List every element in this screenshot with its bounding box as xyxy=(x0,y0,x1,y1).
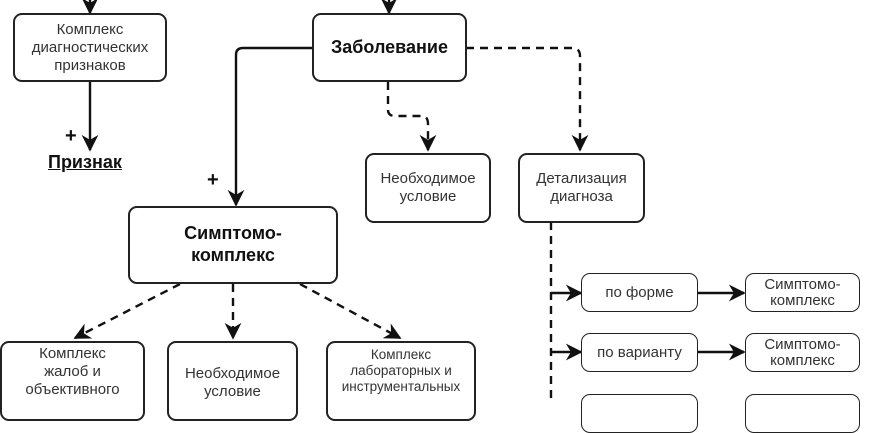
plus-marker-feature: + xyxy=(65,125,77,147)
node-text-line: комплекс xyxy=(770,291,835,309)
node-necessary-cond-top[interactable]: Необходимое условие xyxy=(365,153,491,223)
node-text-line: по форме xyxy=(605,283,674,301)
node-disease[interactable]: Заболевание xyxy=(312,13,467,82)
node-text-line: признаков xyxy=(54,56,126,74)
node-text-line: Симптомо- xyxy=(764,335,841,353)
node-diag-detail[interactable]: Детализация диагноза xyxy=(518,153,645,223)
node-lab-complex[interactable]: Комплекс лабораторных и инструментальных xyxy=(326,341,476,421)
edge-disease-to-symptom-complex xyxy=(227,46,313,207)
node-text-line: комплекс xyxy=(770,351,835,369)
feature-term[interactable]: Признак xyxy=(48,152,122,172)
node-text-line: лабораторных и xyxy=(350,363,452,379)
node-text-line: Необходимое xyxy=(380,170,476,187)
node-text-line: диагностических xyxy=(31,38,149,56)
edge-symptom-to-complaints xyxy=(73,282,181,340)
edge-disease-to-necessary-cond xyxy=(386,82,437,152)
node-diag-complex[interactable]: Комплекс диагностических признаков xyxy=(13,13,167,82)
node-text-line: условие xyxy=(399,188,457,205)
node-text-line: Комплекс xyxy=(39,345,106,362)
edge-disease-to-diag-detail xyxy=(466,46,589,152)
plus-marker-symptom: + xyxy=(207,169,219,191)
node-text-line: Комплекс xyxy=(56,20,124,38)
node-text-line: комплекс xyxy=(191,245,275,265)
node-necessary-cond-bottom[interactable]: Необходимое условие xyxy=(167,341,298,421)
node-text-line: объективного xyxy=(25,381,120,398)
node-symptom-complex[interactable]: Симптомо- комплекс xyxy=(128,206,338,284)
node-text-line: Симптомо- xyxy=(764,275,841,293)
node-text-line: Детализация xyxy=(536,170,627,187)
edge-symptom-to-lab-complex xyxy=(299,282,402,340)
node-text-line: диагноза xyxy=(550,188,613,205)
node-text-line: по варианту xyxy=(597,343,682,361)
node-text-line: Заболевание xyxy=(331,36,448,57)
connector-layer xyxy=(73,0,746,400)
node-text-line: инструментальных xyxy=(341,379,461,395)
node-text-line: Симптомо- xyxy=(184,223,282,244)
node-text-line: Комплекс xyxy=(370,347,432,362)
node-text-line: условие xyxy=(204,383,261,400)
node-symptom-complex-variant[interactable]: Симптомо- комплекс xyxy=(745,333,860,372)
node-complaints[interactable]: Комплекс жалоб и объективного xyxy=(0,341,145,421)
node-text-line: Необходимое xyxy=(184,365,281,382)
node-by-form[interactable]: по форме xyxy=(581,273,698,312)
node-by-variant[interactable]: по варианту xyxy=(581,333,698,372)
node-symptom-complex-form[interactable]: Симптомо- комплекс xyxy=(745,273,860,312)
node-text-line: жалоб и xyxy=(44,363,101,380)
